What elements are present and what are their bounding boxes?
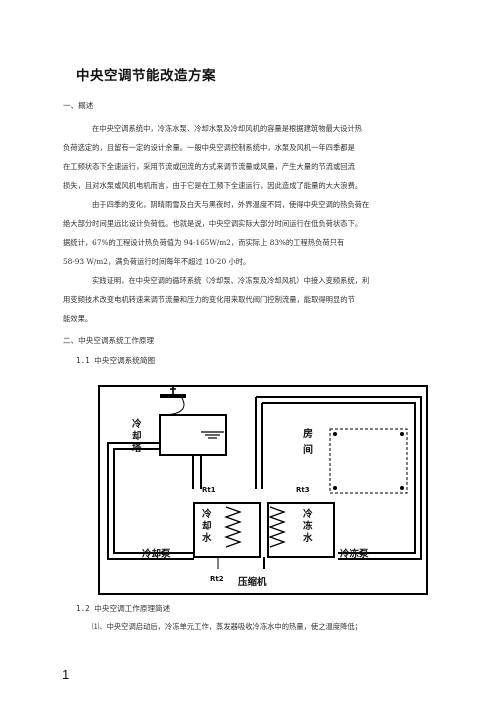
chilled-pump-label: 冷冻泵 xyxy=(340,548,369,560)
document-title: 中央空调节能改造方案 xyxy=(76,68,216,84)
paragraph-principle-1: ⑴、中央空调启动后，冷冻单元工作，蒸发器吸收冷冻水中的热量，使之温度降低； xyxy=(63,617,433,636)
text-line: 能效果。 xyxy=(63,314,93,323)
chilled-water-pipe xyxy=(255,396,422,560)
section-heading-principle: 二、中央空调系统工作原理 xyxy=(63,336,155,345)
chilled-water-label: 冷 冻 水 xyxy=(303,508,316,544)
text-line: 损失，且对水泵或风机电机而言，由于它是在工频下全速运行，因此造成了能量的大大浪费… xyxy=(63,181,363,190)
text-line: 58-93 W/m2，满负荷运行时间每年不超过 10-20 小时。 xyxy=(63,257,251,266)
text-line: 在中央空调系统中，冷冻水泵、冷却水泵及冷却风机的容量是根据建筑物最大设计热 xyxy=(92,124,362,133)
text-line: 据统计，67%的工程设计热负荷值为 94-165W/m2，而实际上 83%的工程… xyxy=(63,238,345,247)
page-number: 1 xyxy=(62,667,70,682)
paragraph-overview-2: 由于四季的变化，阴晴雨雪及白天与黑夜时，外界温度不同，使得中央空调的热负荷在 绝… xyxy=(63,195,433,271)
room-label-char: 间 xyxy=(303,443,313,456)
evaporator-unit xyxy=(267,502,335,558)
chilled-water-label-char: 冻 xyxy=(303,520,313,532)
cooling-water-label: 冷 却 水 xyxy=(202,508,215,544)
sensor-rt3-label: Rt3 xyxy=(296,486,310,494)
sensor-rt1-label: Rt1 xyxy=(202,486,216,494)
paragraph-overview-1: 在中央空调系统中，冷冻水泵、冷却水泵及冷却风机的容量是根据建筑物最大设计热 负荷… xyxy=(63,119,433,195)
cooling-pump-label: 冷却泵 xyxy=(142,548,171,560)
chilled-water-label-char: 水 xyxy=(303,532,313,544)
cooling-water-label-char: 冷 xyxy=(202,508,212,520)
text-line: 由于四季的变化，阴晴雨雪及白天与黑夜时，外界温度不同，使得中央空调的热负荷在 xyxy=(92,200,370,209)
text-line: 绝大部分时间里远比设计负荷低。也就是说，中央空调实际大部分时间运行在低负荷状态下… xyxy=(63,219,363,228)
cooling-tower-label-char: 冷 xyxy=(132,418,142,430)
chilled-water-label-char: 冷 xyxy=(303,508,313,520)
subsection-heading-principle: 1.2 中央空调工作原理简述 xyxy=(76,604,171,613)
cooling-tower xyxy=(159,414,227,489)
text-line: 在工频状态下全速运行，采用节流或回流的方式来调节流量或风量，产生大量的节流或回流 xyxy=(63,162,355,171)
room-label: 房 间 xyxy=(303,427,316,456)
paragraph-overview-3: 实践证明，在中央空调的循环系统（冷却泵、冷冻泵及冷却风机）中接入变频系统，利 用… xyxy=(63,271,433,328)
text-line: ⑴、中央空调启动后，冷冻单元工作，蒸发器吸收冷冻水中的热量，使之温度降低； xyxy=(92,622,362,631)
cooling-water-pipe xyxy=(107,442,194,560)
section-heading-overview: 一、概述 xyxy=(63,101,94,110)
sensor-rt2-label: Rt2 xyxy=(210,575,224,583)
cooling-water-label-char: 却 xyxy=(202,520,212,532)
condenser-unit xyxy=(193,502,261,558)
subsection-heading-diagram: 1.1 中央空调系统简图 xyxy=(76,356,156,365)
cooling-water-label-char: 水 xyxy=(202,532,212,544)
cooling-tower-label-char: 却 xyxy=(132,430,142,442)
text-line: 用变频技术改变电机转速来调节流量和压力的变化用来取代阀门控制流量，能取得明显的节 xyxy=(63,295,355,304)
text-line: 实践证明，在中央空调的循环系统（冷却泵、冷冻泵及冷却风机）中接入变频系统，利 xyxy=(92,276,370,285)
hvac-system-diagram: 冷 却 塔 房 间 Rt1 Rt3 Rt xyxy=(98,385,428,595)
compressor-label: 压缩机 xyxy=(238,576,267,588)
room-unit xyxy=(329,428,408,494)
text-line: 负荷选定的，且留有一定的设计余量。一般中央空调控制系统中，水泵及风机一年四季都是 xyxy=(63,143,355,152)
room-label-char: 房 xyxy=(303,427,313,440)
